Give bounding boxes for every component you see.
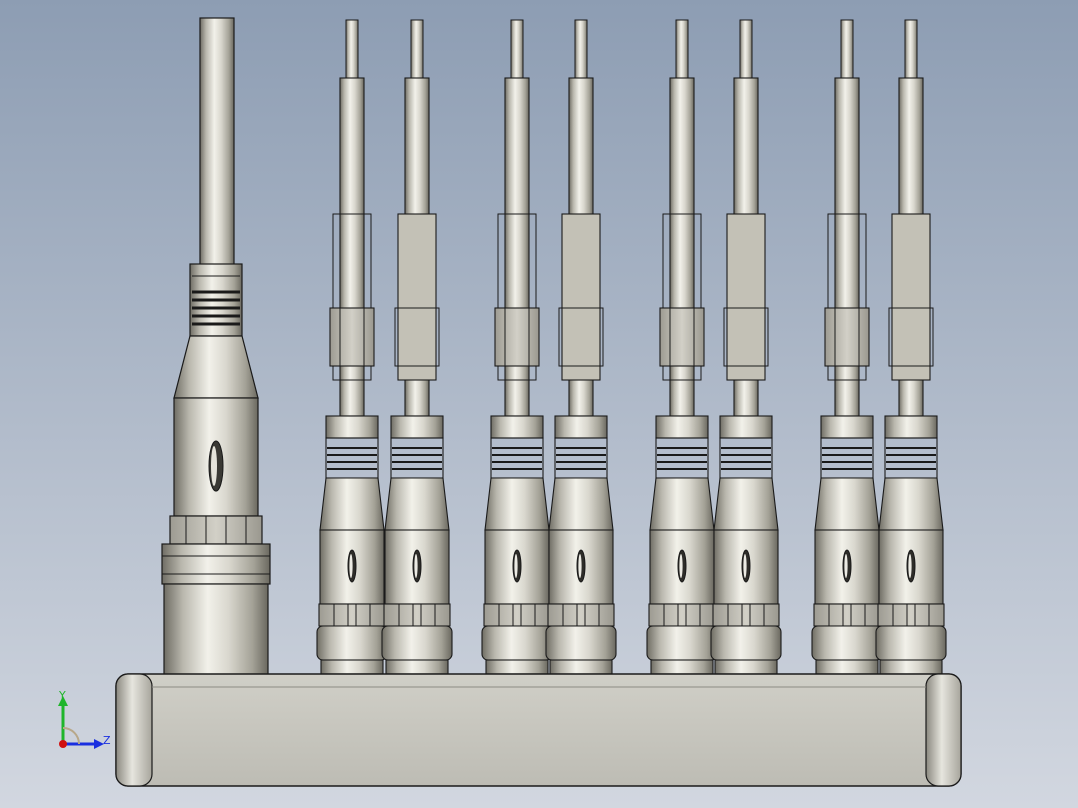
port-connector-7[interactable] bbox=[811, 19, 883, 675]
port-connector-4[interactable] bbox=[545, 19, 617, 675]
port-connector-3[interactable] bbox=[481, 19, 553, 675]
port-connector-8[interactable] bbox=[875, 19, 947, 675]
port-connector-6[interactable] bbox=[710, 19, 782, 675]
y-axis-label: Y bbox=[58, 689, 66, 702]
junction-box[interactable] bbox=[115, 673, 962, 787]
x-axis-dot bbox=[59, 740, 67, 748]
axis-triad: Y Z bbox=[58, 689, 111, 749]
main-connector[interactable] bbox=[161, 17, 271, 677]
port-connectors[interactable] bbox=[316, 19, 947, 675]
port-connector-1[interactable] bbox=[316, 19, 388, 675]
port-connector-5[interactable] bbox=[646, 19, 718, 675]
z-axis-label: Z bbox=[103, 734, 111, 747]
port-connector-2[interactable] bbox=[381, 19, 453, 675]
